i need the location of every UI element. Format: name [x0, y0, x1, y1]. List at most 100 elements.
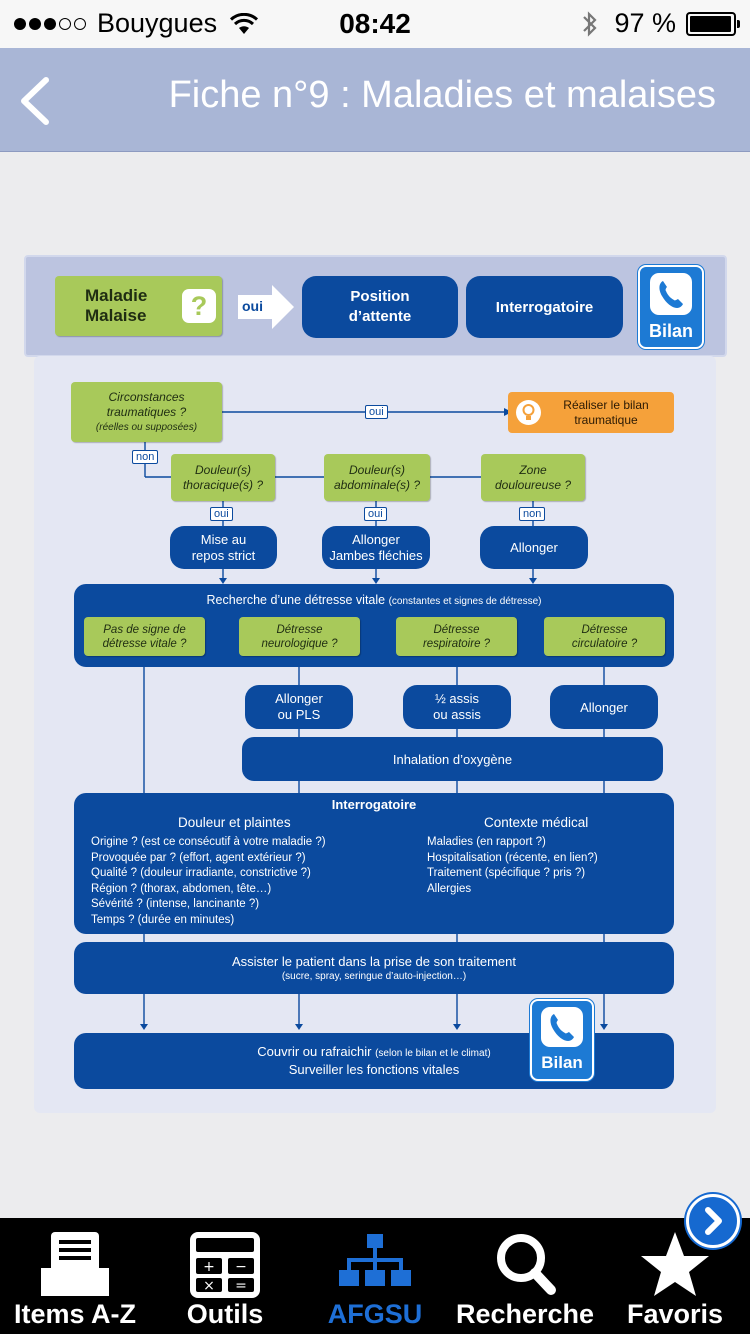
tab-afgsu[interactable]: AFGSU	[300, 1218, 450, 1334]
a2-line2: Jambes fléchies	[329, 547, 423, 563]
final-line1-small: (selon le bilan et le climat)	[375, 1048, 491, 1059]
contexte-item: Hospitalisation (récente, en lien?)	[427, 851, 598, 864]
circ-line2: traumatiques ?	[106, 404, 187, 419]
interrogatoire-box: Interrogatoire Douleur et plaintes Conte…	[74, 793, 674, 934]
svg-text:×: ×	[203, 1278, 215, 1294]
tab-bar: Items A-Z + − × = Outils AFGSU	[0, 1218, 750, 1334]
carrier-name: Bouygues	[97, 8, 218, 38]
tab-label: Favoris	[626, 1299, 724, 1329]
q2-line1: Douleur(s)	[348, 462, 405, 477]
flowchart-sheet: Maladie Malaise ? oui Position d’attente…	[24, 255, 727, 1117]
r2-line2: ou assis	[433, 707, 481, 722]
arrow-right-icon	[238, 285, 294, 329]
bluetooth-icon	[583, 10, 598, 37]
zone-douloureuse-box: Zone douloureuse ?	[481, 454, 585, 501]
assist-line1: Assister le patient dans la prise de son…	[232, 953, 516, 969]
question-icon: ?	[182, 289, 216, 323]
position-attente-box: Position d’attente	[302, 276, 458, 338]
page-title: Fiche n°9 : Maladies et malaises	[168, 74, 716, 116]
malaise-label: Malaise	[85, 306, 147, 325]
tab-outils[interactable]: + − × = Outils	[150, 1218, 300, 1334]
q3-line2: douloureuse ?	[494, 477, 572, 492]
oxygen-label: Inhalation d’oxygène	[392, 751, 513, 767]
d1-line1: Détresse	[276, 623, 323, 636]
signal-dot-icon	[59, 17, 71, 30]
contexte-medical-title: Contexte médical	[484, 815, 589, 830]
douleur-list: Origine ? (est ce consécutif à votre mal…	[91, 835, 326, 928]
detresse-respiratoire-box: Détresse respiratoire ?	[396, 617, 517, 656]
tab-label: Items A-Z	[13, 1299, 136, 1329]
oui-label: oui	[210, 507, 233, 521]
circonstances-traumatiques-box: Circonstances traumatiques ? (réelles ou…	[71, 382, 222, 442]
douleur-item: Temps ? (durée en minutes)	[91, 913, 235, 926]
d3-line2: circulatoire ?	[571, 637, 638, 650]
inbox-icon	[41, 1232, 109, 1296]
final-line1-main: Couvrir ou rafraichir	[257, 1044, 372, 1059]
signal-dot-icon	[74, 17, 86, 30]
douleur-item: Origine ? (est ce consécutif à votre mal…	[91, 836, 326, 848]
d0-line2: détresse vitale ?	[102, 637, 187, 650]
attente-label: d’attente	[348, 308, 412, 325]
tab-recherche[interactable]: Recherche	[450, 1218, 600, 1334]
calculator-icon: + − × =	[190, 1232, 260, 1298]
douleur-abdominale-box: Douleur(s) abdominale(s) ?	[324, 454, 430, 501]
header-band: Maladie Malaise ? oui Position d’attente…	[24, 255, 727, 357]
douleur-plaintes-title: Douleur et plaintes	[178, 815, 291, 830]
detresse-neurologique-box: Détresse neurologique ?	[239, 617, 360, 656]
a3-label: Allonger	[510, 540, 558, 555]
contexte-item: Allergies	[427, 882, 472, 895]
content-area[interactable]: Maladie Malaise ? oui Position d’attente…	[0, 153, 750, 1218]
tab-items-az[interactable]: Items A-Z	[0, 1218, 150, 1334]
status-bar: Bouygues 08:42 97 %	[0, 0, 750, 48]
clock: 08:42	[339, 8, 411, 39]
bilan-label: Bilan	[648, 321, 693, 341]
final-line1: Couvrir ou rafraichir (selon le bilan et…	[257, 1044, 490, 1062]
q1-line2: thoracique(s) ?	[182, 477, 264, 492]
non-label: non	[519, 507, 546, 521]
detresse-title-small: (constantes et signes de détresse)	[388, 596, 542, 607]
oui-label: oui	[365, 405, 388, 419]
interrogatoire-header-box: Interrogatoire	[466, 276, 623, 338]
next-chevron-button[interactable]	[686, 1194, 740, 1248]
battery-icon	[686, 11, 740, 36]
allonger-pls-box: Allonger ou PLS	[245, 685, 353, 729]
nav-bar: Fiche n°9 : Maladies et malaises	[0, 48, 750, 152]
q2-line2: abdominale(s) ?	[333, 477, 421, 492]
contexte-list: Maladies (en rapport ?) Hospitalisation …	[427, 835, 598, 897]
tab-label: Outils	[186, 1299, 264, 1329]
interrogatoire-title: Interrogatoire	[331, 797, 417, 812]
r2-line1: ½ assis	[434, 691, 480, 706]
a1-line2: repos strict	[191, 547, 256, 563]
oui-label: oui	[364, 507, 387, 521]
phone-handset-icon	[650, 273, 692, 315]
signal-dot-icon	[14, 17, 26, 30]
flow-panel: Circonstances traumatiques ? (réelles ou…	[34, 356, 716, 1113]
back-chevron-icon[interactable]	[14, 74, 58, 128]
phone-bilan-icon: Bilan	[638, 265, 704, 349]
detresse-title: Recherche d’une détresse vitale (constan…	[207, 593, 542, 607]
signal-dot-icon	[44, 17, 56, 30]
demi-assis-box: ½ assis ou assis	[403, 685, 511, 729]
douleur-thoracique-box: Douleur(s) thoracique(s) ?	[171, 454, 275, 501]
r1-line1: Allonger	[275, 691, 323, 706]
svg-text:=: =	[235, 1278, 247, 1294]
bilan-trauma-line2: traumatique	[574, 412, 638, 427]
contexte-item: Traitement (spécifique ? pris ?)	[427, 867, 586, 879]
interrogatoire-label: Interrogatoire	[495, 298, 594, 316]
bilan-traumatique-box: Réaliser le bilan traumatique	[508, 392, 674, 433]
signal-carrier: Bouygues	[14, 8, 259, 39]
r3-label: Allonger	[580, 699, 628, 715]
a2-line1: Allonger	[352, 531, 400, 547]
douleur-item: Provoquée par ? (effort, agent extérieur…	[91, 851, 306, 864]
phone-handset-icon	[541, 1007, 583, 1047]
detresse-circulatoire-box: Détresse circulatoire ?	[544, 617, 665, 656]
allonger-circ-box: Allonger	[550, 685, 658, 729]
inhalation-oxygene-box: Inhalation d’oxygène	[242, 737, 663, 781]
douleur-item: Qualité ? (douleur irradiante, constrict…	[91, 867, 311, 879]
tab-favoris[interactable]: Favoris	[600, 1218, 750, 1334]
battery-percent: 97 %	[614, 8, 676, 38]
q3-line1: Zone	[519, 462, 547, 477]
a1-line1: Mise au	[200, 531, 247, 547]
final-line2: Surveiller les fonctions vitales	[288, 1062, 460, 1077]
magnifier-icon	[497, 1234, 556, 1295]
